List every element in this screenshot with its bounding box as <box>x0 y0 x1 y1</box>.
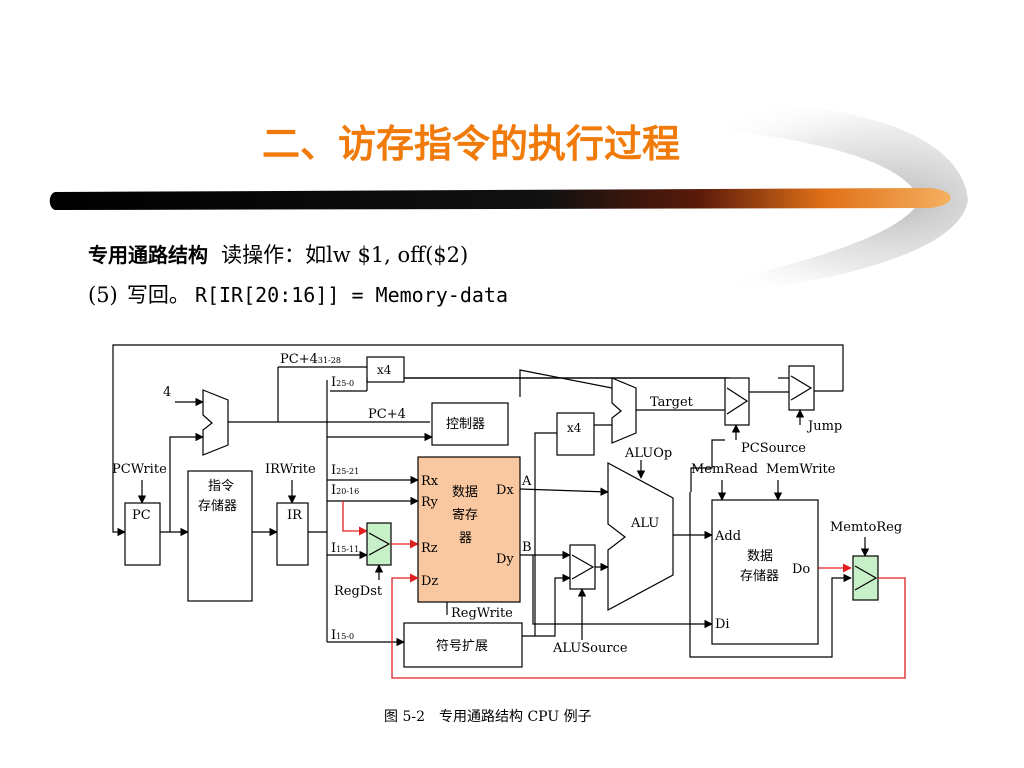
jump-mux <box>788 365 815 411</box>
memtoreg-mux <box>852 555 879 601</box>
sign-extend-label: 符号扩展 <box>436 638 488 654</box>
i25-0-label: I25-0 <box>331 375 354 390</box>
ir-label: IR <box>287 508 303 523</box>
pc-plus4-label: PC+4 <box>368 407 406 422</box>
memwrite-label: MemWrite <box>766 462 836 477</box>
regdst-mux-tri <box>368 532 391 556</box>
step-number: (5) <box>88 283 118 307</box>
instruction-memory <box>187 470 253 602</box>
rx-port: Rx <box>421 474 439 489</box>
alusource-label: ALUSource <box>552 641 628 656</box>
figure-caption: 图 5-2 专用通路结构 CPU 例子 <box>384 709 592 725</box>
dy-port: Dy <box>496 552 514 567</box>
regdst-mux <box>366 522 392 566</box>
pc-label: PC <box>132 508 151 523</box>
controller-box <box>431 402 509 446</box>
wire-aluout-to-pcsrc <box>690 439 725 492</box>
wire-adder-in-top <box>519 369 613 397</box>
regfile-line3: 器 <box>459 531 472 546</box>
wire-aluout-down <box>689 535 852 658</box>
pc-register <box>124 502 161 566</box>
regwrite-label: RegWrite <box>451 606 513 621</box>
wire-port-a <box>519 487 609 496</box>
pcwrite-label: PCWrite <box>112 462 167 477</box>
instr-mem-line2: 存储器 <box>198 499 237 514</box>
i20-16-label: I20-16 <box>331 483 359 498</box>
ry-port: Ry <box>421 495 439 510</box>
pcsource-label: PCSource <box>741 441 806 456</box>
alusource-mux-tri <box>571 554 595 580</box>
jump-mux-tri <box>790 375 813 401</box>
di-port: Di <box>715 617 730 632</box>
wire-b-to-di <box>532 555 713 629</box>
wire-i20-16-to-regdst <box>342 501 368 536</box>
shift-x4-mid <box>556 412 595 456</box>
regfile-line1: 数据 <box>452 485 478 500</box>
step-name: 写回。 <box>127 283 190 307</box>
irwrite-label: IRWrite <box>265 462 316 477</box>
alu <box>607 461 674 612</box>
memtoreg-label: MemtoReg <box>830 520 902 535</box>
alusource-mux <box>569 544 596 590</box>
wire-ext-to-x4 <box>534 432 557 636</box>
step-line: (5) 写回。 R[IR[20:16]] = Memory-data <box>88 283 508 307</box>
step-code: R[IR[20:16]] = Memory-data <box>195 283 508 307</box>
add-port: Add <box>714 529 741 544</box>
title-bar <box>49 188 951 210</box>
wire-pc-to-adder <box>169 432 204 532</box>
subtitle-bold: 专用通路结构 <box>88 243 208 267</box>
target-label: Target <box>650 395 694 410</box>
title-decoration <box>49 102 968 301</box>
regdst-label: RegDst <box>334 584 383 599</box>
sign-extend <box>403 622 523 668</box>
alu-label: ALU <box>630 516 659 531</box>
pc-plus4-hi-label: PC+431-28 <box>280 352 341 367</box>
memtoreg-mux-tri <box>854 565 878 591</box>
regfile-line2: 寄存 <box>452 507 478 523</box>
ir-register <box>276 502 309 566</box>
datapath-diagram: x4 PC+431-28 I25-0 4 PC+4 控制器 x4 <box>112 344 906 679</box>
controller-label: 控制器 <box>446 417 485 432</box>
gray-swoosh <box>560 102 968 301</box>
datamem-line1: 数据 <box>747 549 773 564</box>
dx-port: Dx <box>496 483 514 498</box>
wire-writeback <box>391 573 906 679</box>
pc-adder-mux <box>202 389 229 456</box>
instr-mem-line1: 指令 <box>208 479 234 494</box>
pcsource-mux-tri <box>726 387 749 415</box>
shift-x4-top <box>366 356 405 383</box>
i15-0-label: I15-0 <box>331 628 354 643</box>
register-file <box>417 456 521 603</box>
i15-11-label: I15-11 <box>331 541 359 556</box>
data-memory <box>711 499 819 645</box>
const-4-label: 4 <box>163 385 171 400</box>
target-adder <box>611 377 637 444</box>
pcsource-mux <box>724 377 750 426</box>
aluop-label: ALUOp <box>624 446 672 461</box>
subtitle-text: 读操作：如lw $1, off($2) <box>221 243 468 267</box>
datamem-line2: 存储器 <box>740 569 779 584</box>
rz-port: Rz <box>421 541 438 556</box>
subtitle: 专用通路结构 读操作：如lw $1, off($2) <box>88 243 468 267</box>
page-title: 二、访存指令的执行过程 <box>262 122 680 166</box>
memread-label: MemRead <box>691 462 758 477</box>
dz-port: Dz <box>421 574 438 589</box>
port-a-label: A <box>521 474 532 489</box>
shift-x4-top-label: x4 <box>377 363 392 377</box>
wire-ext-out <box>522 573 571 637</box>
i25-21-label: I25-21 <box>331 463 359 478</box>
jump-label: Jump <box>806 419 842 434</box>
do-port: Do <box>792 562 810 577</box>
shift-x4-mid-label: x4 <box>567 421 582 435</box>
wire-top-loop <box>112 344 844 537</box>
port-b-label: B <box>522 540 532 555</box>
